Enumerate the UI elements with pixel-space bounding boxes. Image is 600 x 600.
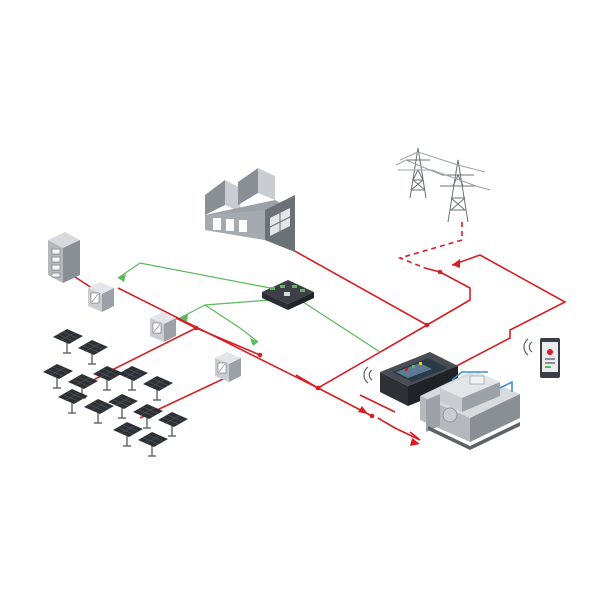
- solar-panel-icon: [78, 340, 108, 365]
- node-2: [257, 352, 263, 358]
- power-line-controller-genset: [359, 394, 396, 413]
- node-1: [193, 325, 199, 331]
- solar-panel-icon: [133, 404, 163, 429]
- solar-panel-icon: [138, 432, 168, 457]
- arrow-ctrl-3: [250, 338, 258, 346]
- control-line-io-inverter2: [179, 299, 271, 319]
- factory-icon: [205, 168, 295, 252]
- cooling-lines: [451, 371, 513, 392]
- power-line-right-loop: [444, 254, 567, 373]
- power-arrows: [358, 259, 460, 446]
- arrow-genset: [410, 438, 420, 446]
- control-arrows: [118, 274, 258, 346]
- node-3: [315, 385, 321, 391]
- wireless-signal-phone-icon: [523, 338, 533, 356]
- power-pylon-icon: [395, 147, 491, 223]
- solar-panel-icon: [113, 422, 143, 447]
- power-lines: [74, 239, 567, 441]
- solar-panel-icon: [108, 394, 138, 419]
- control-line-io-controller: [299, 299, 381, 353]
- solar-panel-icon: [84, 399, 114, 424]
- wireless-signal-icon: [363, 366, 373, 384]
- arrow-switch: [358, 406, 368, 414]
- solar-panel-icon: [58, 389, 88, 414]
- node-6: [369, 413, 375, 419]
- battery-rack-icon: [48, 232, 80, 283]
- arrow-ctrl-1: [118, 274, 126, 282]
- smartphone-icon: [540, 338, 560, 378]
- solar-panel-icon: [93, 366, 123, 391]
- node-5: [437, 269, 443, 275]
- control-line-io-inverter3: [204, 304, 259, 343]
- solar-panel-icon: [158, 412, 188, 437]
- inverter-box-icon: [88, 282, 114, 312]
- solar-panel-icon: [43, 364, 73, 389]
- inverter-box-icon: [215, 352, 241, 382]
- control-lines: [117, 262, 381, 353]
- solar-panel-icon: [68, 374, 98, 399]
- inverter-box-icon: [150, 312, 176, 342]
- arrow-ctrl-2: [180, 314, 188, 322]
- power-line-bus-grid: [317, 271, 471, 389]
- solar-panel-icon: [143, 376, 173, 401]
- io-module-icon: [262, 280, 314, 310]
- solar-panel-icon: [53, 329, 83, 354]
- power-line-inverter2-bus: [195, 327, 261, 356]
- power-line-tower-dashed: [397, 222, 463, 269]
- node-4: [424, 322, 430, 328]
- power-line-genset: [377, 417, 421, 441]
- generator-icon: [420, 372, 520, 450]
- solar-array: [43, 329, 188, 457]
- arrow-grid: [452, 259, 460, 268]
- power-line-factory: [274, 239, 428, 326]
- control-line-io-inverter1: [117, 262, 271, 289]
- power-line-grid-switch: [424, 267, 441, 273]
- power-line-feeder: [295, 374, 319, 389]
- power-nodes: [193, 269, 443, 419]
- solar-panel-icon: [118, 366, 148, 391]
